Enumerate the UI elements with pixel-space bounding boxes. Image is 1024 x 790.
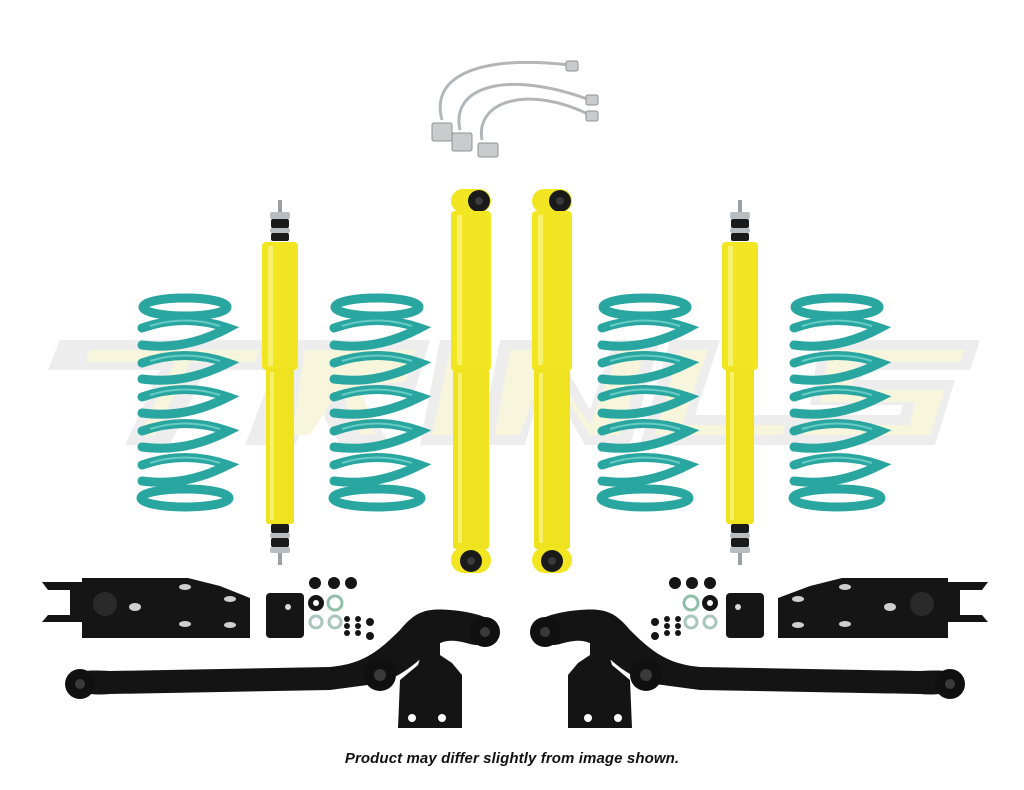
left-control-arm <box>65 609 500 699</box>
right-control-arm <box>530 609 965 699</box>
shock-absorber-3 <box>532 189 572 573</box>
coil-spring-2 <box>328 293 432 512</box>
left-drop-bracket <box>398 642 462 728</box>
coil-spring-4 <box>788 293 892 512</box>
right-small-plate <box>726 593 764 638</box>
left-small-plate <box>266 593 304 638</box>
left-hardware-group <box>42 577 500 728</box>
coil-spring-1 <box>136 293 240 512</box>
right-drop-bracket <box>568 642 632 728</box>
right-hardware-group <box>530 577 988 728</box>
right-mounting-bracket <box>778 578 988 638</box>
brake-lines <box>431 60 599 158</box>
left-mounting-bracket <box>42 578 250 638</box>
coil-spring-3 <box>596 293 700 512</box>
disclaimer-caption: Product may differ slightly from image s… <box>344 750 680 767</box>
shock-absorber-1 <box>262 200 298 565</box>
shock-absorber-4 <box>722 200 758 565</box>
shock-absorber-2 <box>451 189 491 573</box>
